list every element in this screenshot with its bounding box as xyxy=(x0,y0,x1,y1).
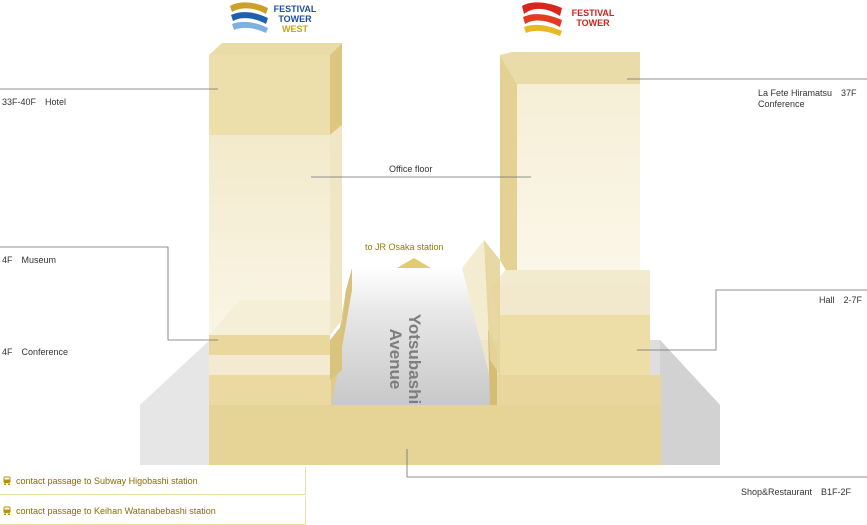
festival-tower-east xyxy=(484,52,650,375)
jr-osaka-station-label: to JR Osaka station xyxy=(365,242,444,252)
passage-keihan-watanabebashi[interactable]: contact passage to Keihan Watanabebashi … xyxy=(0,497,306,525)
shop-leader xyxy=(406,449,867,478)
office-floor-label: Office floor xyxy=(389,164,433,174)
passage-label: contact passage to Subway Higobashi stat… xyxy=(16,476,198,486)
conference-label: 4F Conference xyxy=(2,347,69,357)
passage-subway-higobashi[interactable]: contact passage to Subway Higobashi stat… xyxy=(0,467,306,495)
podium-shop-restaurant xyxy=(209,375,661,465)
festival-tower-west xyxy=(209,43,342,380)
festival-tower-logo: FESTIVAL TOWER xyxy=(520,0,620,40)
west-logo-line3: WEST xyxy=(282,24,308,34)
yotsubashi-avenue xyxy=(331,240,497,405)
la-fete-label: La Fete Hiramatsu 37F Conference xyxy=(758,88,857,109)
train-icon xyxy=(3,476,11,485)
jr-direction-arrow xyxy=(397,258,431,268)
museum-label: 4F Museum xyxy=(2,255,57,265)
east-logo-line2: TOWER xyxy=(576,18,610,28)
avenue-label: Yotsubashi Avenue xyxy=(386,313,424,405)
museum-leader xyxy=(0,246,218,341)
west-logo-line2: TOWER xyxy=(278,14,312,24)
shop-restaurant-label: Shop&Restaurant B1F-2F xyxy=(741,487,852,497)
west-logo-emblem-icon xyxy=(230,2,268,33)
east-logo-line1: FESTIVAL xyxy=(571,8,615,18)
hotel-label: 33F-40F Hotel xyxy=(2,97,67,107)
festival-tower-west-logo: FESTIVAL TOWER WEST xyxy=(228,0,318,40)
hall-leader xyxy=(637,289,867,351)
west-logo-line1: FESTIVAL xyxy=(273,4,317,14)
leader-lines xyxy=(0,78,867,478)
passage-label: contact passage to Keihan Watanabebashi … xyxy=(16,506,216,516)
hall-label: Hall 2-7F xyxy=(819,295,863,305)
train-icon xyxy=(3,506,11,515)
east-logo-emblem-icon xyxy=(522,2,562,36)
